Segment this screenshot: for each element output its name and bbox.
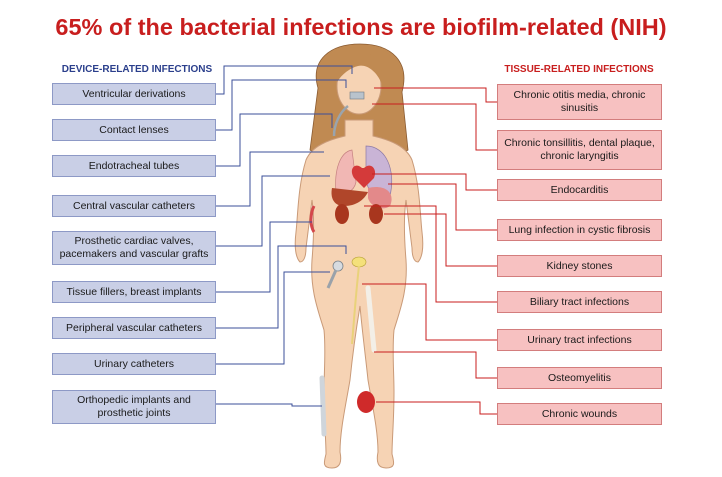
tibia-implant: [319, 375, 327, 437]
tissue-box-otitis-sinusitis: Chronic otitis media, chronic sinusitis: [497, 84, 662, 120]
hair-front: [336, 52, 383, 84]
device-box-orthopedic-implants: Orthopedic implants and prosthetic joint…: [52, 390, 216, 424]
device-box-ventricular-derivations: Ventricular derivations: [52, 83, 216, 105]
kidney-left-shape: [335, 204, 349, 224]
line-tonsillitis: [372, 103, 497, 151]
tissue-box-chronic-wounds: Chronic wounds: [497, 403, 662, 425]
line-endocarditis: [372, 173, 497, 191]
device-box-endotracheal-tubes: Endotracheal tubes: [52, 155, 216, 177]
line-peripheral: [216, 245, 347, 329]
leg-wound: [357, 391, 375, 413]
liver-shape: [331, 188, 368, 206]
page-title: 65% of the bacterial infections are biof…: [55, 14, 667, 40]
line-kidney-stones: [384, 213, 497, 267]
bladder-shape: [351, 256, 367, 268]
tissue-box-urinary-tract: Urinary tract infections: [497, 329, 662, 351]
stomach-shape: [368, 186, 392, 209]
tissue-box-endocarditis: Endocarditis: [497, 179, 662, 201]
device-box-peripheral-vascular-catheters: Peripheral vascular catheters: [52, 317, 216, 339]
device-box-contact-lenses: Contact lenses: [52, 119, 216, 141]
tissue-box-osteomyelitis: Osteomyelitis: [497, 367, 662, 389]
arm-wound: [309, 205, 316, 233]
line-endotracheal: [216, 113, 333, 167]
tissue-box-biliary-tract: Biliary tract infections: [497, 291, 662, 313]
device-box-tissue-fillers: Tissue fillers, breast implants: [52, 281, 216, 303]
line-urinary-catheters: [216, 271, 330, 365]
hip-stem: [326, 269, 338, 289]
device-box-prosthetic-cardiac-valves: Prosthetic cardiac valves, pacemakers an…: [52, 231, 216, 265]
line-prosthetic-valves: [216, 175, 330, 247]
line-chronic-wounds: [376, 401, 497, 415]
tissue-box-lung-infection: Lung infection in cystic fibrosis: [497, 219, 662, 241]
line-ventricular: [216, 65, 353, 95]
device-header: DEVICE-RELATED INFECTIONS: [61, 64, 213, 75]
urinary-catheter-tube: [351, 265, 360, 345]
line-central-vascular: [216, 151, 324, 207]
line-tissue-fillers: [216, 221, 312, 293]
line-urinary-tract: [362, 283, 497, 341]
tube-connector: [349, 91, 365, 100]
line-osteomyelitis: [374, 351, 497, 379]
endotracheal-tube: [332, 105, 349, 137]
line-otitis: [374, 87, 497, 103]
line-lung-cf: [388, 183, 497, 231]
body-silhouette: [294, 119, 424, 469]
kidney-right-shape: [369, 204, 383, 224]
device-box-urinary-catheters: Urinary catheters: [52, 353, 216, 375]
heart-shape: [351, 165, 376, 188]
femur-shape: [365, 285, 377, 353]
tissue-box-kidney-stones: Kidney stones: [497, 255, 662, 277]
tissue-box-tonsillitis: Chronic tonsillitis, dental plaque, chro…: [497, 130, 662, 170]
hip-implant: [332, 260, 344, 272]
line-biliary: [364, 205, 497, 303]
device-box-central-vascular-catheters: Central vascular catheters: [52, 195, 216, 217]
tissue-header: TISSUE-RELATED INFECTIONS: [504, 64, 654, 75]
line-orthopedic: [216, 403, 322, 407]
line-contact-lenses: [216, 79, 347, 131]
